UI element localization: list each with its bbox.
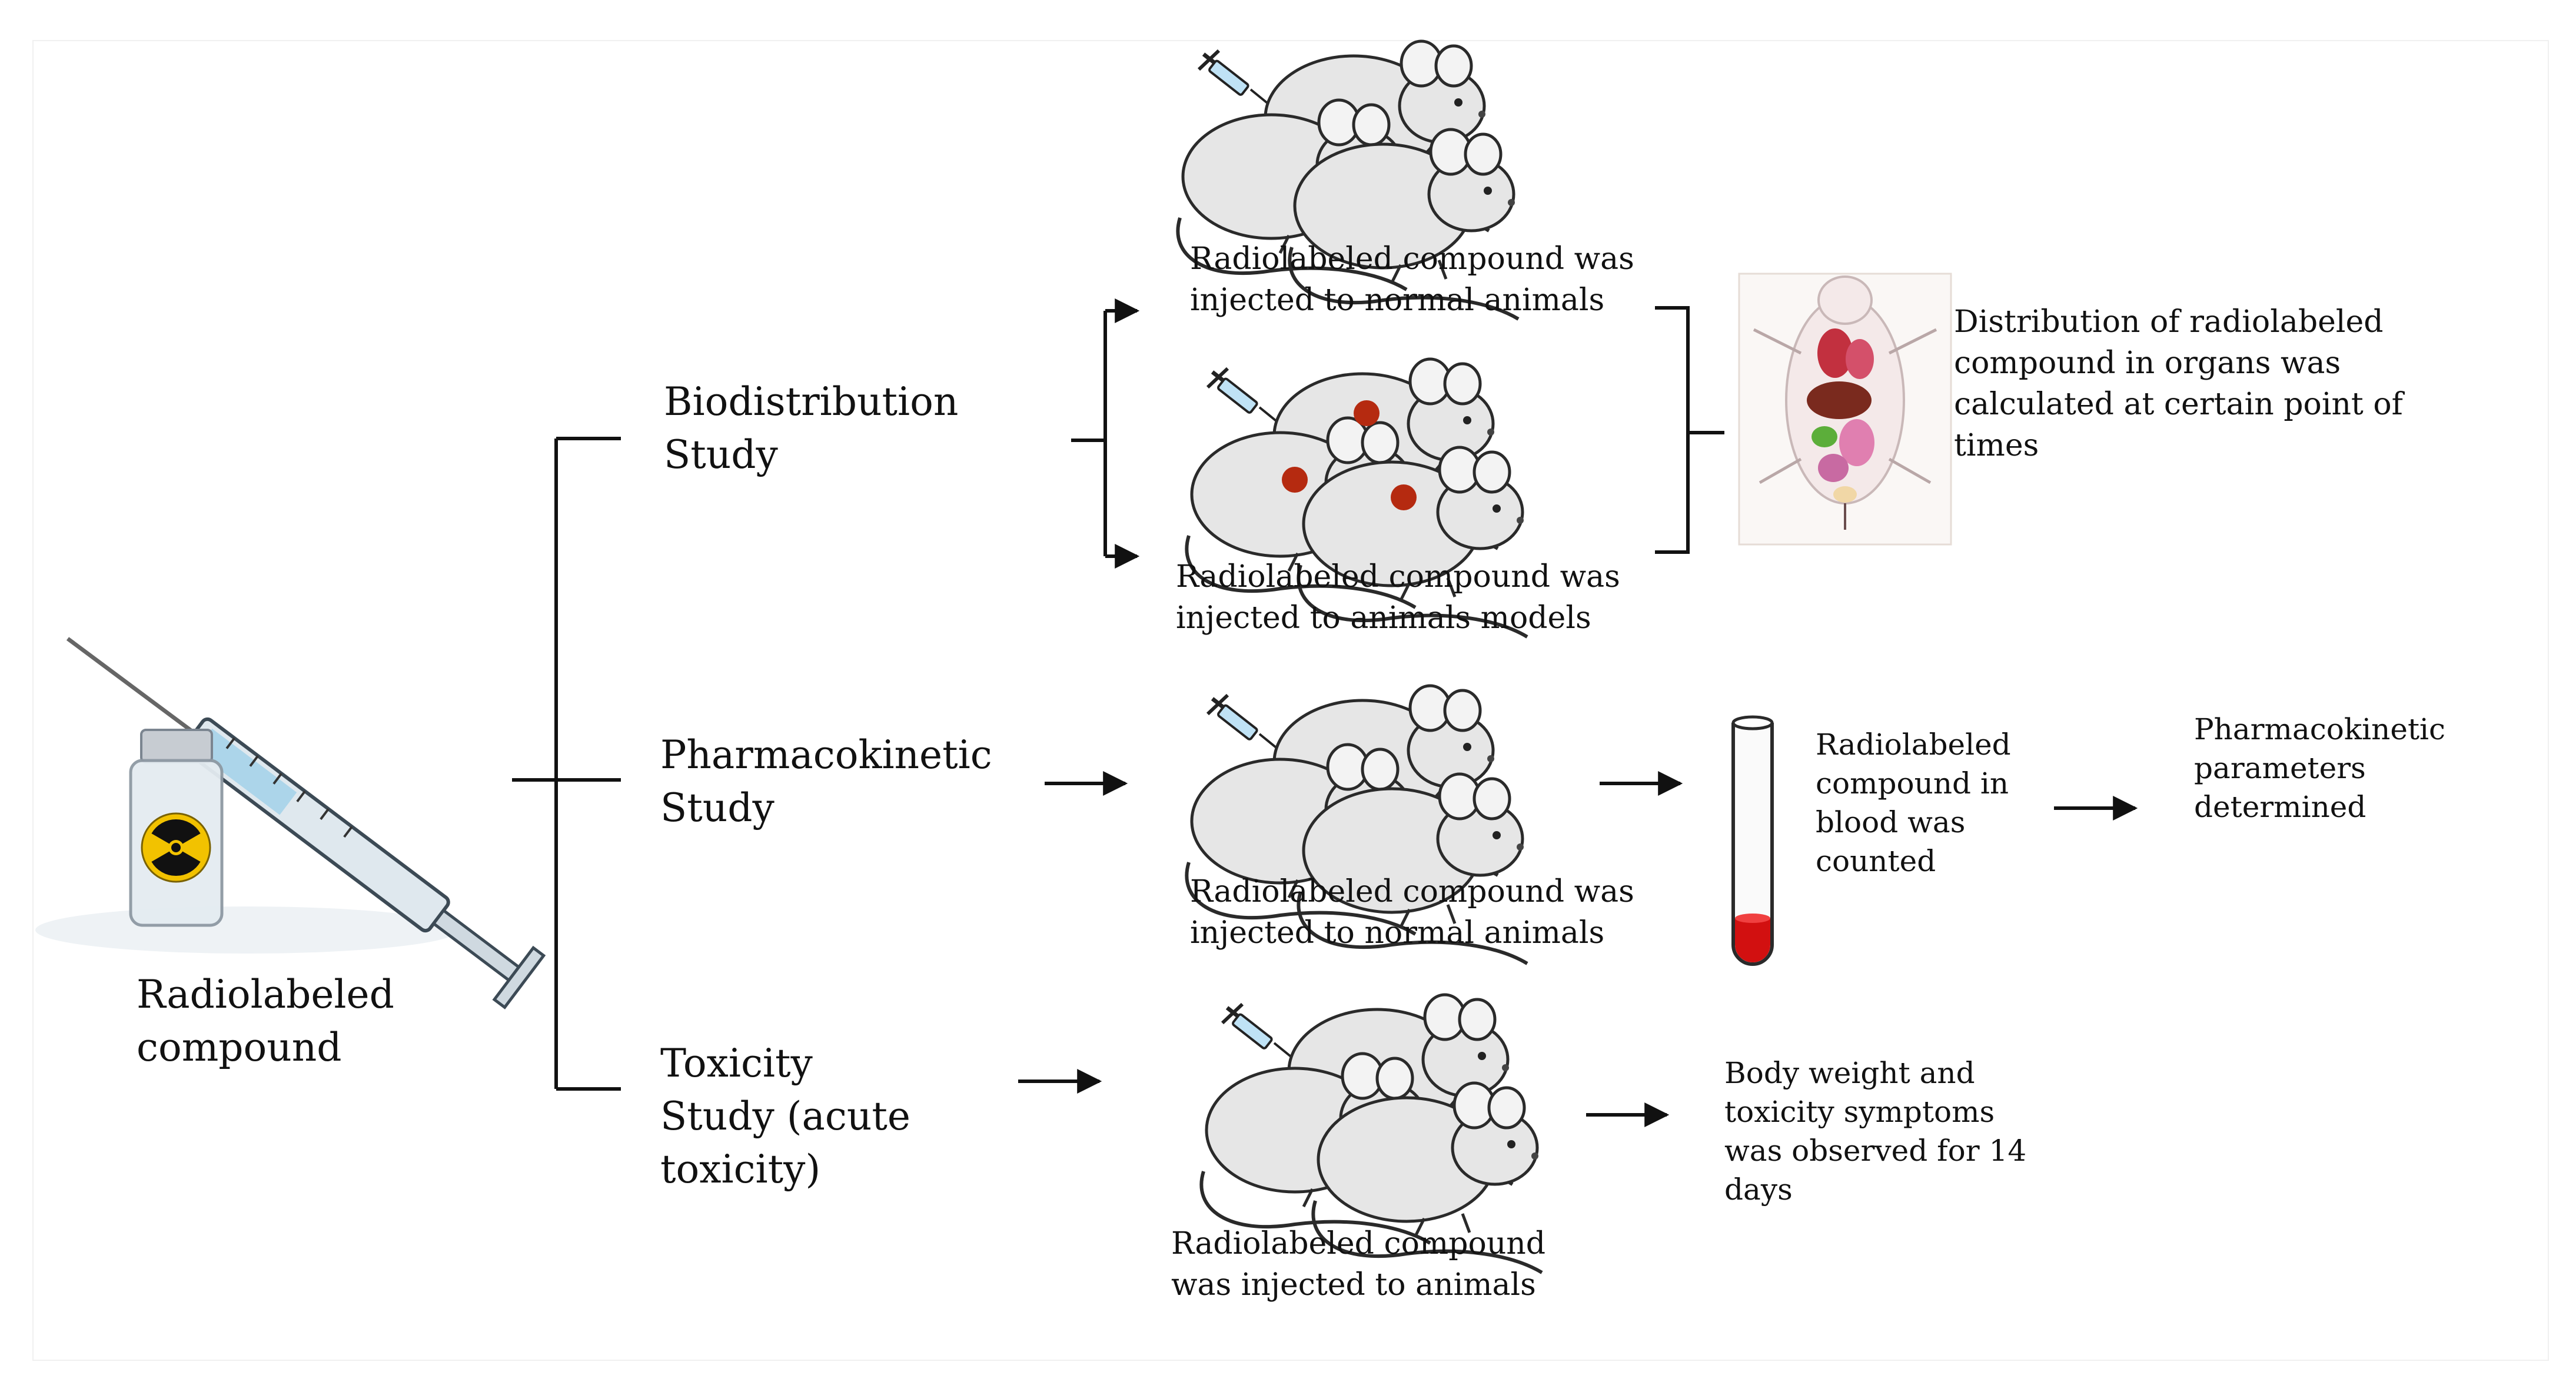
pharmacokinetic-blood-label: Radiolabeled compound in blood was count…: [1816, 728, 2011, 878]
blood-test-tube-icon: [1731, 715, 1774, 966]
tree-connectors: [512, 437, 621, 1091]
radiation-icon: [141, 812, 211, 883]
mouse-dissection-icon: [1738, 273, 1952, 546]
flow-arrows: [1018, 771, 2138, 1127]
pharmacokinetic-title: Pharmacokinetic Study: [660, 732, 992, 831]
syringe-vial-icon: [35, 637, 546, 1009]
biodistribution-fork: [1071, 298, 1140, 569]
mice-group-models: [1186, 359, 1527, 637]
biodistribution-title: Biodistribution Study: [664, 379, 959, 477]
results-bracket: [1655, 306, 1724, 554]
biodistribution-normal-label: Radiolabeled compound was injected to no…: [1190, 241, 1634, 318]
compound-label: Radiolabeled compound: [137, 972, 394, 1070]
toxicity-result-label: Body weight and toxicity symptoms was ob…: [1724, 1056, 2027, 1207]
biodistribution-result-label: Distribution of radiolabeled compound in…: [1954, 304, 2403, 463]
pharmacokinetic-injection-label: Radiolabeled compound was injected to no…: [1190, 874, 1634, 951]
toxicity-injection-label: Radiolabeled compound was injected to an…: [1171, 1226, 1546, 1303]
figure-frame: [32, 40, 2549, 1361]
toxicity-title: Toxicity Study (acute toxicity): [660, 1041, 910, 1192]
biodistribution-models-label: Radiolabeled compound was injected to an…: [1176, 559, 1620, 636]
pharmacokinetic-result-label: Pharmacokinetic parameters determined: [2194, 712, 2446, 824]
